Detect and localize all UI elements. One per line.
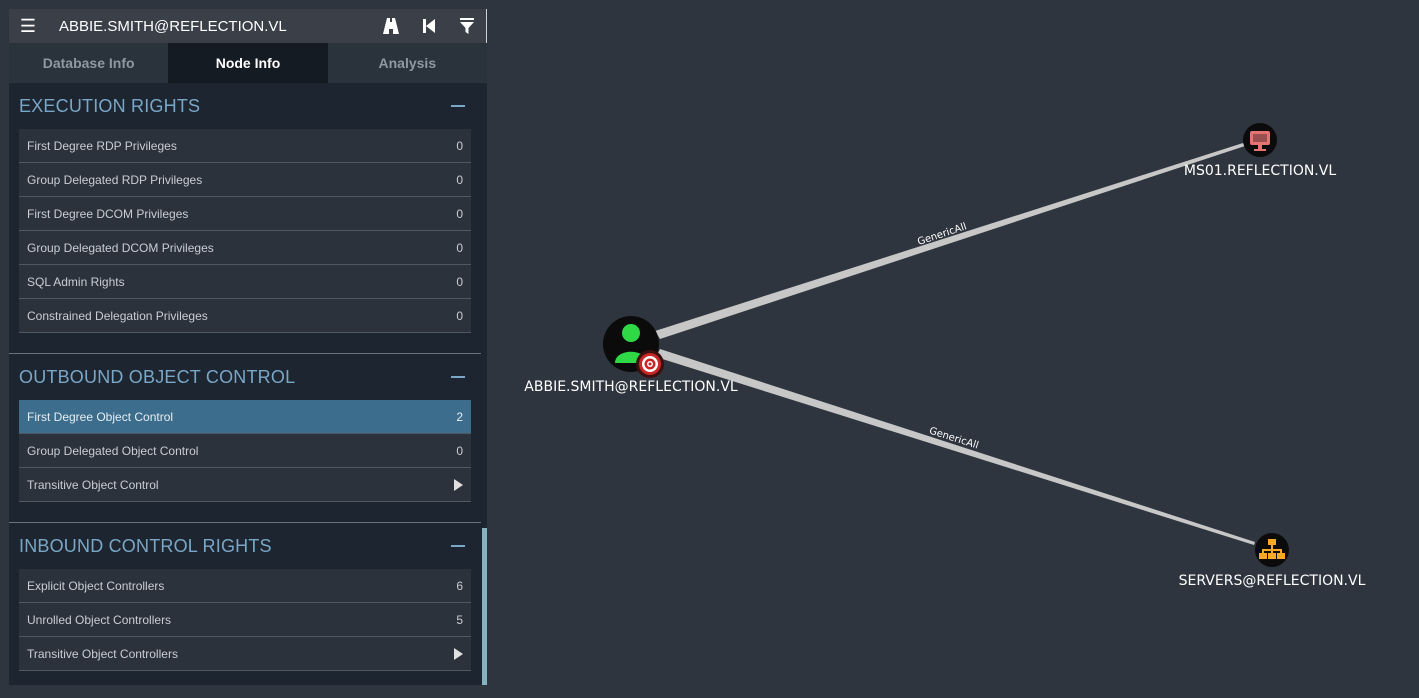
panel-tabs: Database Info Node Info Analysis [9, 43, 487, 83]
row-count: 2 [456, 409, 463, 424]
section-header[interactable]: OUTBOUND OBJECT CONTROL [19, 354, 471, 400]
tab-node-info[interactable]: Node Info [168, 43, 328, 83]
row-label: Explicit Object Controllers [27, 578, 165, 593]
row-unrolled-object-controllers[interactable]: Unrolled Object Controllers 5 [19, 603, 471, 637]
row-count: 0 [456, 172, 463, 187]
row-label: First Degree RDP Privileges [27, 138, 177, 153]
row-count: 0 [456, 274, 463, 289]
node-user[interactable] [603, 316, 664, 378]
section-inbound-control-rights: INBOUND CONTROL RIGHTS Explicit Object C… [9, 523, 481, 671]
node-label-group: SERVERS@REFLECTION.VL [1179, 573, 1366, 589]
row-label: Transitive Object Controllers [27, 646, 178, 661]
section-divider [9, 522, 481, 523]
group-icon [1259, 539, 1285, 559]
section-header[interactable]: INBOUND CONTROL RIGHTS [19, 523, 471, 569]
row-sql-admin[interactable]: SQL Admin Rights 0 [19, 265, 471, 299]
row-constrained-delegation[interactable]: Constrained Delegation Privileges 0 [19, 299, 471, 333]
section-execution-rights: EXECUTION RIGHTS First Degree RDP Privil… [9, 83, 481, 333]
row-label: Group Delegated RDP Privileges [27, 172, 203, 187]
row-label: Group Delegated Object Control [27, 443, 199, 458]
hamburger-icon[interactable]: ☰ [19, 15, 37, 36]
row-label: First Degree DCOM Privileges [27, 206, 189, 221]
row-count: 0 [456, 308, 463, 323]
section-title: INBOUND CONTROL RIGHTS [19, 535, 272, 556]
target-icon [636, 350, 664, 378]
row-label: First Degree Object Control [27, 409, 174, 424]
collapse-icon[interactable] [451, 105, 465, 107]
row-group-delegated-object-control[interactable]: Group Delegated Object Control 0 [19, 434, 471, 468]
section-divider [9, 353, 481, 354]
row-first-degree-rdp[interactable]: First Degree RDP Privileges 0 [19, 129, 471, 163]
row-explicit-object-controllers[interactable]: Explicit Object Controllers 6 [19, 569, 471, 603]
back-icon[interactable] [410, 9, 448, 43]
filter-icon[interactable] [448, 9, 486, 43]
row-label: Constrained Delegation Privileges [27, 308, 208, 323]
row-count: 5 [456, 612, 463, 627]
row-group-delegated-rdp[interactable]: Group Delegated RDP Privileges 0 [19, 163, 471, 197]
row-count: 0 [456, 240, 463, 255]
row-label: Unrolled Object Controllers [27, 612, 172, 627]
row-count: 0 [456, 138, 463, 153]
play-icon[interactable] [454, 647, 463, 660]
node-label-computer: MS01.REFLECTION.VL [1184, 163, 1336, 179]
computer-icon [1250, 131, 1270, 151]
tab-analysis[interactable]: Analysis [327, 43, 487, 83]
play-icon[interactable] [454, 478, 463, 491]
collapse-icon[interactable] [451, 376, 465, 378]
section-title: OUTBOUND OBJECT CONTROL [19, 366, 296, 387]
row-count: 6 [456, 578, 463, 593]
section-outbound-object-control: OUTBOUND OBJECT CONTROL First Degree Obj… [9, 354, 481, 502]
collapse-icon[interactable] [451, 545, 465, 547]
row-label: Group Delegated DCOM Privileges [27, 240, 214, 255]
row-first-degree-dcom[interactable]: First Degree DCOM Privileges 0 [19, 197, 471, 231]
row-group-delegated-dcom[interactable]: Group Delegated DCOM Privileges 0 [19, 231, 471, 265]
search-bar: ☰ ABBIE.SMITH@REFLECTION.VL [9, 9, 487, 43]
tab-database-info[interactable]: Database Info [9, 43, 169, 83]
node-info-panel: ☰ ABBIE.SMITH@REFLECTION.VL Database Inf… [9, 9, 487, 685]
node-label-user: ABBIE.SMITH@REFLECTION.VL [524, 379, 738, 395]
node-computer[interactable] [1243, 123, 1277, 157]
row-transitive-object-control[interactable]: Transitive Object Control [19, 468, 471, 502]
row-count: 0 [456, 206, 463, 221]
panel-content[interactable]: EXECUTION RIGHTS First Degree RDP Privil… [9, 83, 481, 685]
pathfinding-icon[interactable] [372, 9, 410, 43]
scrollbar-thumb[interactable] [482, 528, 487, 685]
row-first-degree-object-control[interactable]: First Degree Object Control 2 [19, 400, 471, 434]
row-transitive-object-controllers[interactable]: Transitive Object Controllers [19, 637, 471, 671]
row-count: 0 [456, 443, 463, 458]
section-header[interactable]: EXECUTION RIGHTS [19, 83, 471, 129]
node-group[interactable] [1255, 533, 1289, 567]
section-title: EXECUTION RIGHTS [19, 95, 201, 116]
row-label: Transitive Object Control [27, 477, 159, 492]
row-label: SQL Admin Rights [27, 274, 125, 289]
edge-user-to-computer[interactable] [655, 143, 1245, 339]
edge-user-to-group[interactable] [656, 349, 1255, 545]
search-input[interactable]: ABBIE.SMITH@REFLECTION.VL [59, 17, 287, 35]
